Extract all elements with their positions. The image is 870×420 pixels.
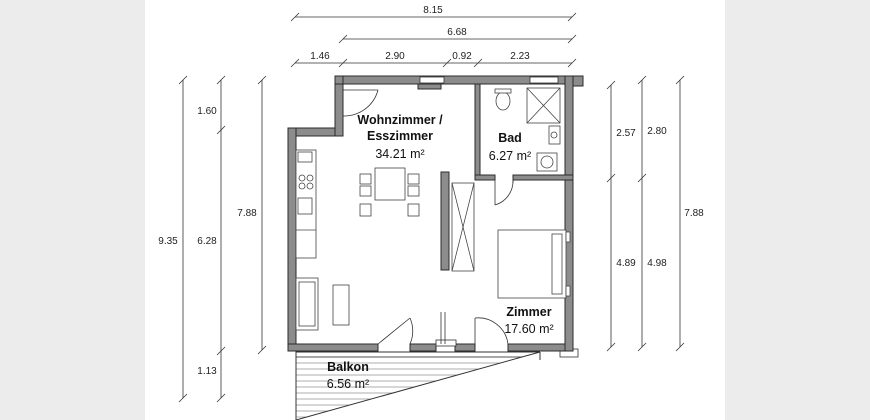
dim-top-part-4: 2.23 bbox=[510, 51, 530, 62]
dim-left-part-3: 1.13 bbox=[197, 366, 217, 377]
room-labels: Wohnzimmer / Esszimmer 34.21 m² Bad 6.27… bbox=[327, 113, 554, 391]
bedroom-area: 17.60 m² bbox=[504, 322, 553, 336]
balcony-name: Balkon bbox=[327, 360, 369, 374]
living-room-name-line2: Esszimmer bbox=[367, 129, 433, 143]
dim-right-a-1: 2.57 bbox=[616, 128, 636, 139]
dim-right-total: 7.88 bbox=[684, 208, 704, 219]
dim-left-total: 9.35 bbox=[158, 236, 178, 247]
dim-right-a-2: 4.89 bbox=[616, 258, 636, 269]
living-room-area: 34.21 m² bbox=[375, 147, 424, 161]
dim-top-part-2: 2.90 bbox=[385, 51, 405, 62]
furniture bbox=[295, 87, 571, 331]
dimension-labels: 8.15 6.68 1.46 2.90 0.92 2.23 9.35 1.60 … bbox=[158, 5, 704, 377]
bath-name: Bad bbox=[498, 131, 522, 145]
dim-top-total: 8.15 bbox=[423, 5, 443, 16]
dim-left-inner: 7.88 bbox=[237, 208, 257, 219]
windows bbox=[419, 76, 559, 84]
dim-right-b-1: 2.80 bbox=[647, 126, 667, 137]
dim-left-part-1: 1.60 bbox=[197, 106, 217, 117]
dim-top-part-1: 1.46 bbox=[310, 51, 330, 62]
dining-table bbox=[374, 167, 406, 201]
toilet bbox=[495, 91, 511, 111]
dim-right-b-2: 4.98 bbox=[647, 258, 667, 269]
bedroom-name: Zimmer bbox=[506, 305, 551, 319]
living-room-name-line1: Wohnzimmer / bbox=[357, 113, 443, 127]
dim-left-part-2: 6.28 bbox=[197, 236, 217, 247]
doors bbox=[342, 89, 514, 347]
balcony-area: 6.56 m² bbox=[327, 377, 369, 391]
coffee-table bbox=[332, 284, 350, 326]
dim-top-inner: 6.68 bbox=[447, 27, 467, 38]
bath-area: 6.27 m² bbox=[489, 149, 531, 163]
balcony bbox=[295, 348, 579, 420]
dim-top-part-3: 0.92 bbox=[452, 51, 472, 62]
dimension-lines bbox=[178, 12, 685, 403]
